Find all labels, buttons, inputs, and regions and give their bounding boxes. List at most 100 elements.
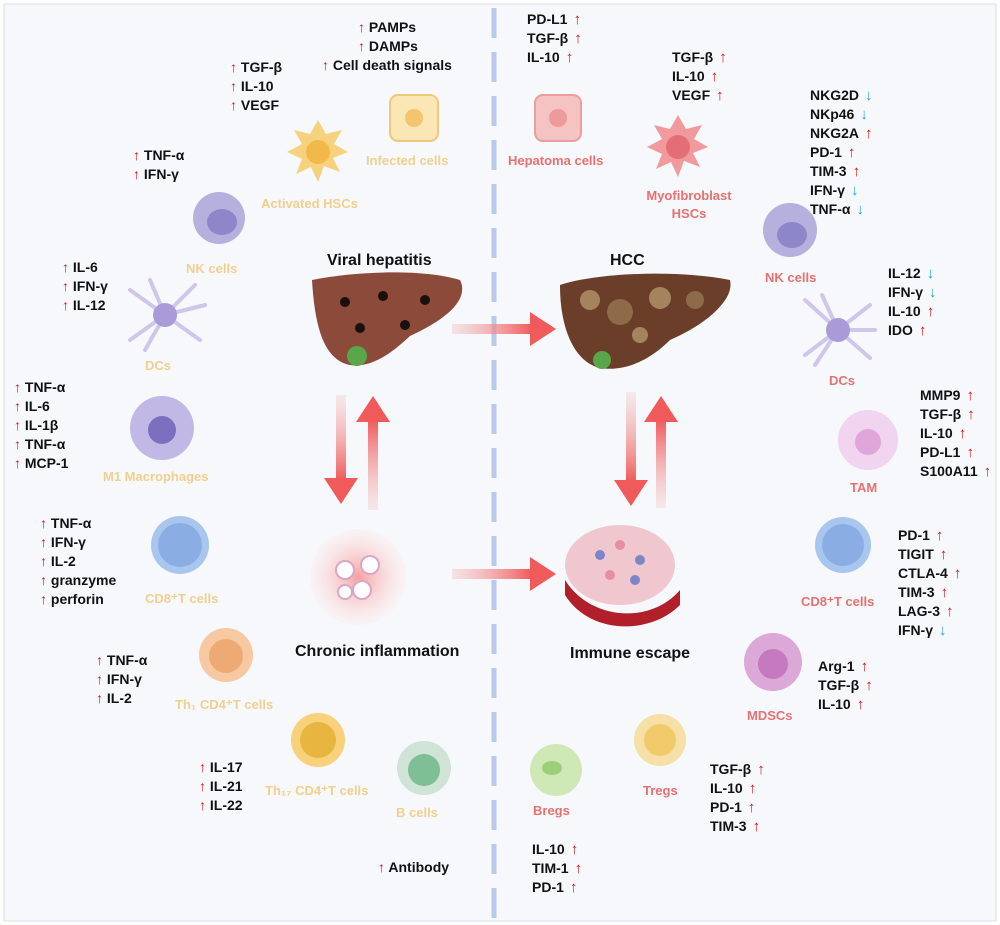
up-arrow-icon: ↑ (935, 527, 944, 544)
marker-text: CTLA-4 (898, 565, 948, 581)
marker-text: IFN-γ (810, 182, 845, 198)
marker-text: PD-L1 (920, 444, 961, 460)
markers-hepatoma: PD-L1↑ TGF-β↑ IL-10↑ (527, 10, 582, 67)
markers-bregs: IL-10↑ TIM-1↑ PD-1↑ (532, 840, 582, 897)
marker-text: IL-12 (888, 265, 921, 281)
label-tam: TAM (850, 480, 878, 495)
marker-text: TGF-β (240, 59, 283, 75)
up-arrow-icon: ↑ (96, 671, 103, 687)
up-arrow-icon: ↑ (199, 778, 206, 794)
up-arrow-icon: ↑ (748, 780, 757, 797)
markers-th17: ↑ IL-17 ↑ IL-21 ↑ IL-22 (199, 758, 243, 815)
label-cd8-right: CD8⁺T cells (801, 594, 875, 609)
marker-text: VEGF (240, 97, 280, 113)
up-arrow-icon: ↑ (967, 406, 975, 423)
markers-mdscs: Arg-1↑ TGF-β↑ IL-10↑ (818, 657, 873, 714)
label-hepatoma-cells: Hepatoma cells (508, 153, 604, 168)
chronic-inflammation-icon (310, 529, 406, 625)
up-arrow-icon: ↑ (96, 652, 103, 668)
label-myofibroblast: Myofibroblast HSCs (636, 187, 742, 223)
up-arrow-icon: ↑ (14, 417, 21, 433)
markers-nk-left: ↑ TNF-α ↑ IFN-γ (133, 146, 184, 184)
tregs-icon (634, 714, 686, 766)
down-arrow-icon: ↓ (929, 284, 937, 301)
marker-text: granzyme (50, 572, 117, 588)
label-dcs-left: DCs (145, 358, 172, 373)
up-arrow-icon: ↑ (574, 30, 582, 47)
up-arrow-icon: ↑ (939, 546, 948, 563)
markers-m1: ↑ TNF-α ↑ IL-6 ↑ IL-1β ↑ TNF-α ↑ MCP-1 (14, 378, 68, 473)
marker-text: TGF-β (710, 761, 752, 777)
marker-text: IL-10 (818, 696, 851, 712)
up-arrow-icon: ↑ (953, 565, 962, 582)
marker-text: PD-1 (898, 527, 930, 543)
marker-text: NKG2A (810, 125, 860, 141)
up-arrow-icon: ↑ (14, 436, 21, 452)
marker-text: IL-10 (240, 78, 274, 94)
marker-text: TIM-3 (710, 818, 747, 834)
down-arrow-icon: ↓ (851, 182, 859, 199)
marker-text: IL-17 (209, 759, 243, 775)
bregs-icon (530, 744, 582, 796)
marker-text: TGF-β (672, 49, 714, 65)
hepatoma-cell-icon (534, 94, 582, 142)
markers-cd8-right: PD-1↑ TIGIT↑ CTLA-4↑ TIM-3↑ LAG-3↑ IFN-γ… (898, 526, 961, 640)
marker-text: IL-2 (106, 690, 132, 706)
label-mdscs: MDSCs (747, 708, 793, 723)
marker-text: DAMPs (368, 38, 418, 54)
up-arrow-icon: ↑ (40, 515, 47, 531)
mdsc-icon (744, 633, 802, 691)
marker-text: IL-12 (72, 297, 106, 313)
up-arrow-icon: ↑ (946, 603, 954, 620)
label-nk-cells-left: NK cells (186, 261, 238, 276)
label-dcs-right: DCs (829, 373, 856, 388)
marker-text: IFN-γ (106, 671, 142, 687)
marker-text: IL-10 (920, 425, 953, 441)
m1-macrophage-icon (130, 396, 194, 460)
title-viral-hepatitis: Viral hepatitis (327, 252, 432, 269)
marker-text: IFN-γ (898, 622, 933, 638)
title-hcc: HCC (610, 252, 645, 269)
marker-text: IFN-γ (50, 534, 86, 550)
marker-text: PD-1 (710, 799, 742, 815)
th1-cell-icon (199, 628, 253, 682)
up-arrow-icon: ↑ (716, 87, 724, 104)
down-arrow-icon: ↓ (865, 87, 873, 104)
cd8-right-icon (815, 517, 871, 573)
up-arrow-icon: ↑ (940, 584, 949, 601)
marker-text: IL-10 (888, 303, 921, 319)
markers-tregs: TGF-β↑ IL-10↑ PD-1↑ TIM-3↑ (710, 760, 765, 836)
marker-text: Cell death signals (332, 57, 452, 73)
down-arrow-icon: ↓ (926, 265, 935, 282)
up-arrow-icon: ↑ (747, 799, 756, 816)
up-arrow-icon: ↑ (565, 49, 574, 66)
up-arrow-icon: ↑ (40, 553, 47, 569)
down-arrow-icon: ↓ (856, 201, 864, 218)
up-arrow-icon: ↑ (14, 379, 21, 395)
viral-liver-icon (312, 272, 463, 366)
up-arrow-icon: ↑ (710, 68, 719, 85)
up-arrow-icon: ↑ (983, 463, 992, 480)
markers-dcs-right: IL-12↓ IFN-γ↓ IL-10↑ IDO↑ (888, 264, 937, 340)
marker-text: MMP9 (920, 387, 961, 403)
immune-escape-icon (565, 525, 680, 627)
down-arrow-icon: ↓ (939, 622, 947, 639)
marker-text: IL-1β (24, 417, 59, 433)
marker-text: S100A11 (920, 463, 978, 479)
marker-text: TNF-α (810, 201, 851, 217)
marker-text: TGF-β (920, 406, 962, 422)
arrow-inflam-to-viral (356, 396, 390, 510)
up-arrow-icon: ↑ (230, 97, 237, 113)
up-arrow-icon: ↑ (230, 59, 237, 75)
marker-text: TNF-α (24, 436, 66, 452)
marker-text: IL-10 (532, 841, 565, 857)
arrow-escape-to-hcc (644, 396, 678, 508)
up-arrow-icon: ↑ (40, 572, 47, 588)
up-arrow-icon: ↑ (574, 860, 583, 877)
up-arrow-icon: ↑ (757, 761, 765, 778)
markers-dcs-left: ↑ IL-6 ↑ IFN-γ ↑ IL-12 (62, 258, 108, 315)
up-arrow-icon: ↑ (199, 797, 206, 813)
dc-left-icon (128, 278, 207, 352)
